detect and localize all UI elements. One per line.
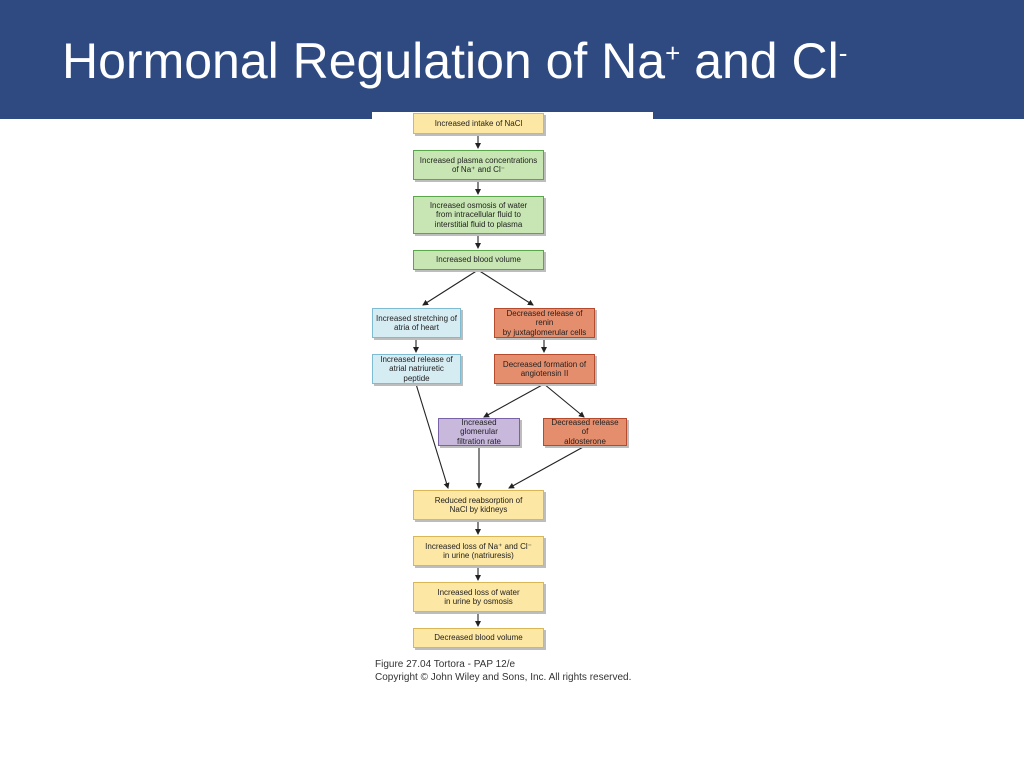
box-increased-gfr: Increased glomerular filtration rate — [438, 418, 520, 446]
title-bar: Hormonal Regulation of Na+ and Cl- — [0, 0, 1024, 119]
arrow-8 — [483, 383, 545, 418]
box-reduced-reabsorption: Reduced reabsorption of NaCl by kidneys — [413, 490, 544, 520]
arrow-4 — [422, 269, 479, 306]
box-increased-stretching-atria: Increased stretching of atria of heart — [372, 308, 461, 338]
title-sup-plus: + — [665, 38, 681, 68]
caption-line-2: Copyright © John Wiley and Sons, Inc. Al… — [375, 672, 632, 683]
arrow-10 — [415, 383, 450, 489]
box-increased-plasma-concentrations: Increased plasma concentrations of Na⁺ a… — [413, 150, 544, 180]
box-decreased-renin: Decreased release of renin by juxtaglome… — [494, 308, 595, 338]
box-increased-intake-nacl: Increased intake of NaCl — [413, 113, 544, 134]
box-decreased-angiotensin: Decreased formation of angiotensin II — [494, 354, 595, 384]
arrow-9 — [543, 383, 585, 418]
box-decreased-aldosterone: Decreased release of aldosterone — [543, 418, 627, 446]
box-increased-osmosis: Increased osmosis of water from intracel… — [413, 196, 544, 234]
title-sup-minus: - — [838, 38, 848, 68]
box-increased-loss-na-cl: Increased loss of Na⁺ and Cl⁻ in urine (… — [413, 536, 544, 566]
figure-caption: Figure 27.04 Tortora - PAP 12/e Copyrigh… — [375, 658, 631, 684]
caption-line-1: Figure 27.04 Tortora - PAP 12/e — [375, 659, 516, 670]
arrow-12 — [508, 445, 586, 489]
box-increased-blood-volume: Increased blood volume — [413, 250, 544, 270]
box-increased-anp: Increased release of atrial natriuretic … — [372, 354, 461, 384]
box-increased-loss-water: Increased loss of water in urine by osmo… — [413, 582, 544, 612]
title-text: Hormonal Regulation of Na — [62, 33, 666, 89]
arrow-5 — [477, 269, 534, 306]
slide-title: Hormonal Regulation of Na+ and Cl- — [62, 26, 847, 96]
box-decreased-blood-volume: Decreased blood volume — [413, 628, 544, 648]
title-text-mid: and Cl — [680, 33, 839, 89]
